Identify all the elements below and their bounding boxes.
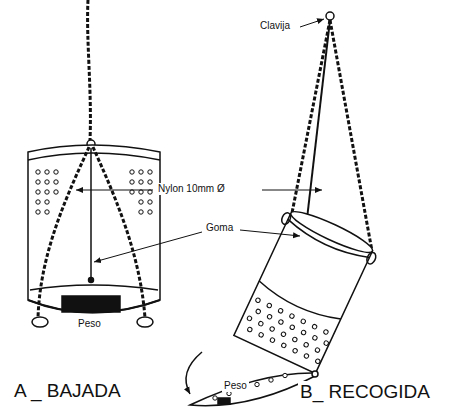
hole xyxy=(312,324,318,330)
view-title: A _ BAJADA xyxy=(12,380,123,402)
hole xyxy=(269,378,273,382)
hole xyxy=(130,180,134,184)
hole xyxy=(227,391,231,395)
hole xyxy=(45,200,49,204)
hole xyxy=(258,321,264,327)
hole xyxy=(255,309,261,315)
hole xyxy=(289,313,295,319)
hole xyxy=(45,190,49,194)
hole xyxy=(270,337,276,343)
hole xyxy=(36,210,40,214)
hole xyxy=(148,200,152,204)
hole xyxy=(36,170,40,174)
part-label: Peso xyxy=(222,380,249,392)
hole xyxy=(36,180,40,184)
bucket-a xyxy=(28,0,160,327)
hole xyxy=(323,340,329,346)
hole xyxy=(278,319,284,325)
hole xyxy=(247,315,253,321)
hole xyxy=(283,373,287,377)
hole xyxy=(139,180,143,184)
hole xyxy=(36,200,40,204)
hole xyxy=(278,308,284,314)
bucket-b xyxy=(186,12,381,406)
hole xyxy=(36,190,40,194)
hole xyxy=(281,342,287,348)
hole xyxy=(303,342,309,348)
part-label: Goma xyxy=(204,222,235,234)
hole xyxy=(45,170,49,174)
view-title: B_ RECOGIDA xyxy=(298,381,432,403)
part-label: Clavija xyxy=(258,20,292,32)
hole xyxy=(130,170,134,174)
hole xyxy=(54,170,58,174)
hole xyxy=(45,210,49,214)
hole xyxy=(247,327,253,333)
hole xyxy=(54,180,58,184)
part-label: Nylon 10mm Ø xyxy=(156,183,227,195)
hole xyxy=(292,337,298,343)
hole xyxy=(139,170,143,174)
hole xyxy=(300,318,306,324)
hole xyxy=(315,358,321,364)
hole xyxy=(315,347,321,353)
hole xyxy=(148,180,152,184)
hole xyxy=(148,170,152,174)
hole xyxy=(269,326,275,332)
part-label: Peso xyxy=(76,318,103,330)
hole xyxy=(54,190,58,194)
hole xyxy=(255,297,261,303)
hole xyxy=(301,330,307,336)
hole xyxy=(258,332,264,338)
hole xyxy=(323,329,329,335)
hole xyxy=(139,210,143,214)
hole xyxy=(266,303,272,309)
hole xyxy=(267,314,273,320)
hole xyxy=(148,210,152,214)
leader-lines xyxy=(76,19,324,262)
hole xyxy=(289,324,295,330)
hole xyxy=(304,353,310,359)
hole xyxy=(255,382,259,386)
hole xyxy=(45,180,49,184)
hole xyxy=(281,331,287,337)
hole xyxy=(292,348,298,354)
hole xyxy=(312,335,318,341)
hole xyxy=(139,200,143,204)
hole xyxy=(213,396,217,400)
